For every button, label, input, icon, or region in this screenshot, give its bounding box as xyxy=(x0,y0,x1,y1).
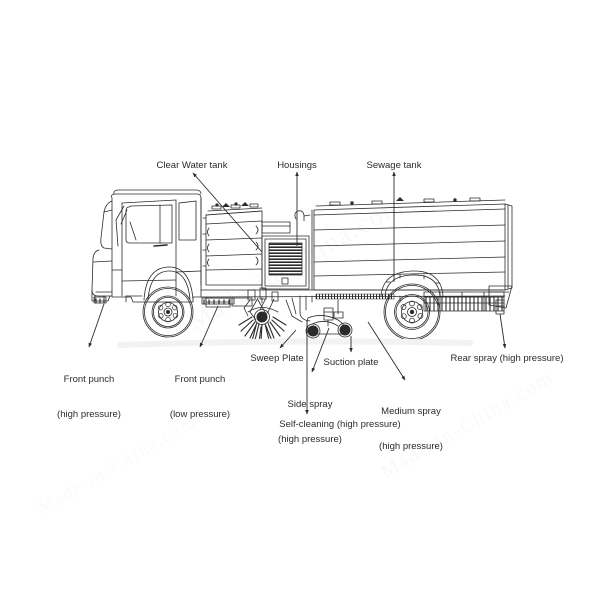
suction-plate-assembly xyxy=(285,295,353,339)
label-medium-spray-high-pressure-line2: (high pressure) xyxy=(379,440,443,452)
leader-rear-spray xyxy=(499,313,507,349)
sweep-plate-assembly xyxy=(238,287,287,343)
front-wheel xyxy=(142,286,194,338)
callout-leaders xyxy=(88,171,507,415)
label-front-punch-low-pressure-line2: (low pressure) xyxy=(169,408,231,420)
truck-cab xyxy=(91,189,202,303)
label-front-punch-high-pressure-line2: (high pressure) xyxy=(57,408,121,420)
leader-medium-spray xyxy=(367,321,406,381)
label-side-spray-high-pressure: Side spray (high pressure) xyxy=(278,376,342,468)
label-rear-spray-high-pressure: Rear spray (high pressure) xyxy=(450,353,564,364)
label-sweep-plate: Sweep Plate xyxy=(250,353,304,364)
rear-spray-assembly xyxy=(423,291,505,315)
label-side-spray-high-pressure-line1: Side spray xyxy=(287,399,333,410)
label-self-cleaning-high-pressure: Self-cleaning (high pressure) xyxy=(279,419,401,430)
front-punch-low-pressure-part xyxy=(201,297,235,305)
label-clear-water-tank: Clear Water tank xyxy=(156,160,228,171)
label-front-punch-low-pressure: Front punch (low pressure) xyxy=(170,351,230,443)
leader-sweep-plate xyxy=(279,329,297,349)
leader-side-spray xyxy=(311,327,330,373)
leader-front-punch-high xyxy=(88,303,105,348)
label-medium-spray-high-pressure-line1: Medium spray xyxy=(381,406,441,417)
label-sewage-tank: Sewage tank xyxy=(366,160,422,171)
label-front-punch-low-pressure-line1: Front punch xyxy=(174,374,226,385)
label-front-punch-high-pressure-line1: Front punch xyxy=(63,374,115,385)
sewage-tank-body xyxy=(313,197,513,309)
label-suction-plate: Suction plate xyxy=(323,357,379,368)
truck-illustration xyxy=(91,189,513,348)
label-side-spray-high-pressure-line2: (high pressure) xyxy=(278,433,342,445)
label-housings: Housings xyxy=(277,160,317,171)
leader-clear-water-tank xyxy=(192,172,263,253)
label-medium-spray-high-pressure: Medium spray (high pressure) xyxy=(379,383,443,475)
housings-unit xyxy=(261,209,313,291)
front-punch-high-pressure-part xyxy=(93,296,107,304)
leader-front-punch-low xyxy=(199,305,219,348)
label-front-punch-high-pressure: Front punch (high pressure) xyxy=(57,351,121,443)
rear-wheel xyxy=(380,270,444,341)
